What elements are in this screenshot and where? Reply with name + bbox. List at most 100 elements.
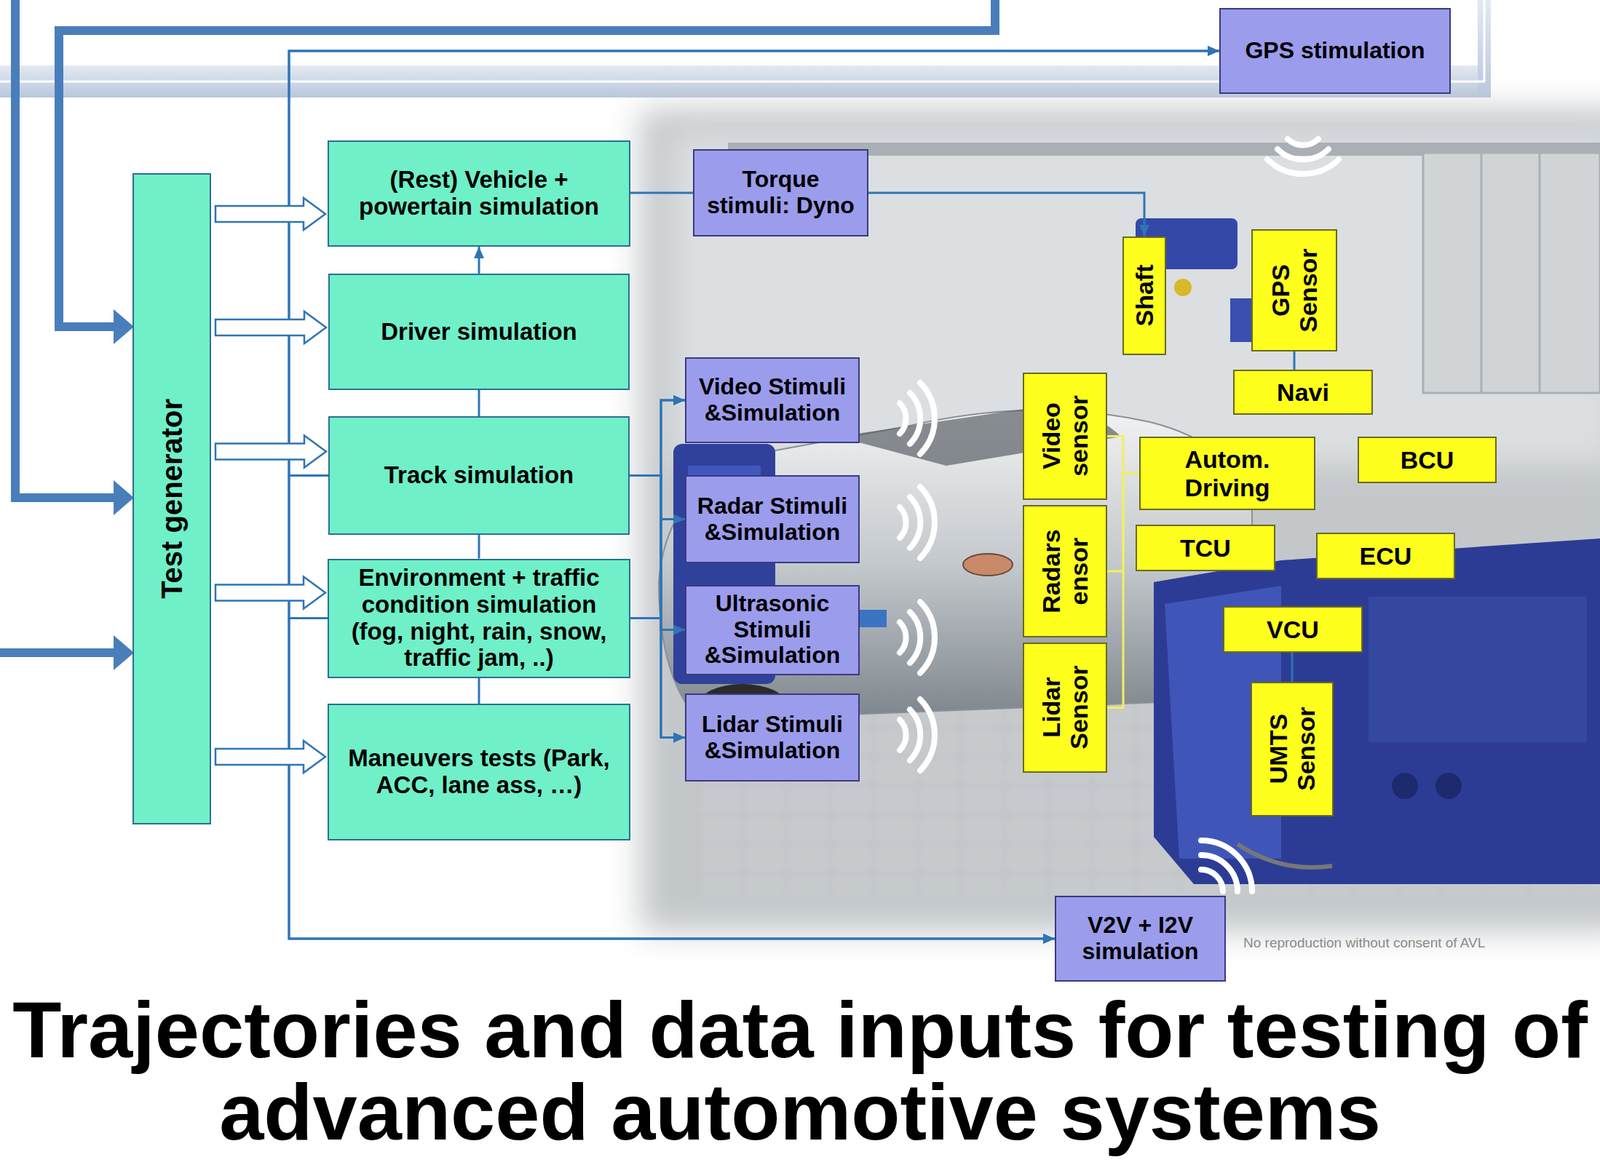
connector: [478, 678, 481, 705]
node-text: Torque stimuli: Dyno: [700, 166, 862, 220]
connector: [1107, 473, 1140, 709]
process-box: Track simulation: [328, 416, 630, 536]
block-arrow: [215, 197, 326, 231]
node-text: Ultrasonic Stimuli &Simulation: [692, 591, 853, 669]
block-arrow: [215, 741, 326, 774]
connector: [630, 400, 685, 619]
test-bench-photo-part: [1153, 538, 1600, 885]
node-text: Environment + traffic condition simulati…: [334, 564, 624, 673]
connector: [629, 476, 685, 520]
title-holder: Trajectories and data inputs for testing…: [0, 988, 1600, 1154]
test-bench-photo-part: [1435, 773, 1462, 800]
feedback-arrows-part: [113, 309, 134, 345]
feedback-arrows-part: [15, 0, 118, 498]
wireless-waves-part: [899, 507, 907, 538]
wireless-waves-part: [1277, 149, 1329, 160]
node-text: UMTS Sensor: [1264, 702, 1320, 798]
node-text: GPS Sensor: [1266, 243, 1322, 338]
process-box: Environment + traffic condition simulati…: [327, 559, 631, 679]
node-text: Autom. Driving: [1146, 445, 1309, 501]
node-text: Maneuvers tests (Park, ACC, lane ass, …): [334, 745, 624, 800]
test-bench-photo-part: [1423, 152, 1600, 394]
node-text: TCU: [1179, 534, 1231, 562]
copyright-note: No reproduction without consent of AVL: [1243, 935, 1485, 951]
node-text: ECU: [1359, 542, 1413, 570]
wireless-waves-part: [899, 622, 907, 653]
stimulus-box: Lidar Stimuli &Simulation: [684, 693, 860, 782]
connector: [630, 618, 685, 631]
node-text: Shaft: [1130, 264, 1159, 327]
wireless-waves-part: [920, 699, 935, 771]
connector: [1107, 436, 1140, 474]
block-arrow: [215, 577, 326, 610]
connector: [1291, 652, 1294, 683]
ecu-box: Radars ensor: [1022, 505, 1108, 638]
wireless-waves-part: [1201, 869, 1223, 892]
process-box: Driver simulation: [328, 273, 630, 391]
ecu-box: ECU: [1316, 532, 1456, 580]
test-bench-photo-part: [1174, 278, 1192, 297]
test-bench-photo-part: [669, 131, 1600, 466]
connector: [630, 618, 685, 739]
test-bench-photo-part: [640, 109, 1600, 932]
node-text: Track simulation: [384, 462, 574, 490]
diagram-title: Trajectories and data inputs for testing…: [8, 988, 1592, 1154]
connector: [478, 535, 481, 560]
connector: [868, 192, 1145, 237]
ecu-box: Video sensor: [1022, 372, 1108, 501]
connector: [629, 476, 685, 739]
wireless-waves-part: [1287, 139, 1319, 146]
process-box: Maneuvers tests (Park, ACC, lane ass, …): [327, 703, 631, 841]
node-text: Lidar Stimuli &Simulation: [692, 711, 853, 765]
test-bench-photo-part: [1237, 844, 1333, 868]
header-band: [0, 0, 1491, 98]
node-text: (Rest) Vehicle + powertain simulation: [334, 166, 624, 221]
wireless-waves-part: [909, 612, 921, 664]
connector: [288, 476, 1055, 940]
stimulus-box: Video Stimuli &Simulation: [684, 357, 860, 444]
ecu-box: Shaft: [1122, 236, 1167, 356]
stimulus-box: V2V + I2V simulation: [1054, 896, 1226, 982]
ecu-box: BCU: [1357, 436, 1497, 484]
ecu-box: GPS Sensor: [1251, 229, 1338, 352]
node-text: Radars ensor: [1037, 524, 1093, 619]
block-arrow: [215, 311, 327, 344]
node-text: BCU: [1400, 446, 1455, 474]
node-text: Lidar Sensor: [1037, 660, 1093, 756]
wireless-waves-part: [920, 602, 935, 674]
stimulus-box: Radar Stimuli &Simulation: [684, 475, 860, 564]
connector: [630, 519, 685, 619]
process-box: (Rest) Vehicle + powertain simulation: [327, 140, 631, 247]
test-bench-photo-part: [1368, 596, 1587, 743]
stimulus-box: Ultrasonic Stimuli &Simulation: [684, 585, 860, 676]
node-text: Test generator: [155, 398, 189, 600]
ecu-box: TCU: [1135, 524, 1276, 572]
wireless-waves-part: [909, 709, 921, 761]
wireless-waves-part: [1201, 855, 1238, 892]
connector: [629, 400, 685, 477]
test-bench-photo-part: [1538, 152, 1542, 394]
label-holder: No reproduction without consent of AVL: [1243, 935, 1485, 952]
stimulus-box: GPS stimulation: [1219, 8, 1451, 94]
wireless-waves-part: [899, 403, 907, 434]
node-text: Radar Stimuli &Simulation: [692, 493, 853, 546]
feedback-arrows-part: [113, 635, 134, 671]
ecu-box: Autom. Driving: [1139, 436, 1316, 511]
node-text: Video Stimuli &Simulation: [692, 374, 853, 427]
block-arrow: [215, 436, 327, 469]
wireless-waves-part: [899, 719, 907, 751]
feedback-arrows-part: [113, 480, 134, 516]
node-text: Driver simulation: [380, 318, 578, 346]
test-bench-photo-part: [1480, 152, 1483, 394]
node-text: GPS stimulation: [1244, 37, 1425, 65]
ecu-box: UMTS Sensor: [1250, 682, 1334, 817]
node-text: Navi: [1276, 378, 1330, 407]
header-band-part: [1483, 0, 1486, 82]
header-band-part: [1477, 0, 1491, 98]
node-text: V2V + I2V simulation: [1062, 912, 1219, 966]
wireless-waves-part: [1267, 159, 1339, 174]
test-bench-photo-part: [1391, 773, 1419, 800]
ecu-box: Lidar Sensor: [1022, 642, 1108, 774]
node-text: Video sensor: [1037, 389, 1093, 485]
